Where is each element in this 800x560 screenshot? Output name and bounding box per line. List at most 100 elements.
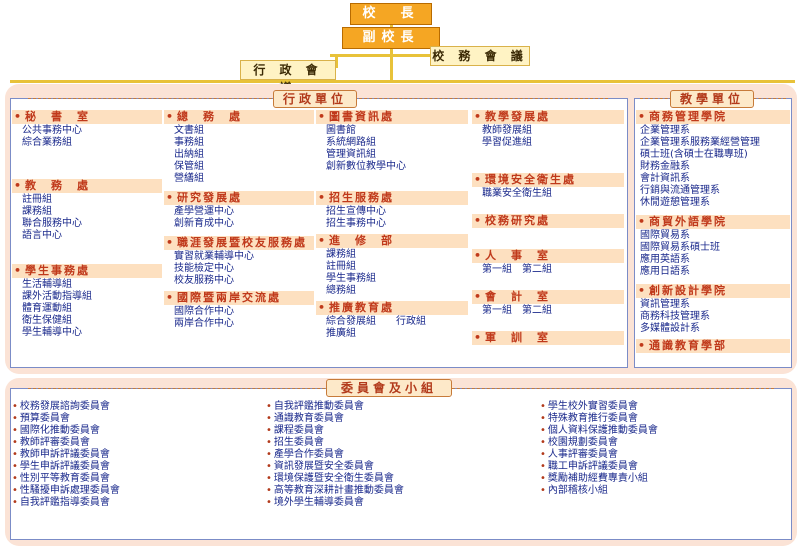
- unit-item: 國際貿易系: [640, 230, 690, 241]
- unit-item: 多媒體設計系: [640, 323, 700, 334]
- unit-item: 學生輔導中心: [22, 327, 82, 338]
- committees-title: 委員會及小組: [326, 379, 452, 397]
- college-trade-languages: •商貿外語學院 國際貿易系 國際貿易系碩士班 應用英語系 應用日語系: [636, 215, 790, 278]
- committee-item: •環境保護暨安全衛生委員會: [266, 473, 394, 484]
- unit-item: 文書組: [174, 125, 204, 136]
- unit-item: 營繕組: [174, 173, 204, 184]
- unit-item: 企業管理系: [640, 125, 690, 136]
- admin-col-2: •總 務 處 文書組 事務組 出納組 保管組 營繕組 •研究發展處 產學營運中心…: [164, 110, 314, 340]
- college-business: •商務管理學院 企業管理系 企業管理系服務業經營管理 碩士班(含碩士在職專班) …: [636, 110, 790, 209]
- unit-item: 管理資訊組: [326, 149, 376, 160]
- committee-item: •產學合作委員會: [266, 449, 344, 460]
- unit-personnel: •人 事 室 第一組 第二組: [472, 249, 624, 276]
- admin-col-3: •圖書資訊處 圖書館 系統網路組 管理資訊組 創新數位教學中心 •招生服務處 招…: [316, 110, 468, 350]
- unit-head: •教學發展處: [472, 110, 624, 124]
- unit-item: 學生事務組: [326, 273, 376, 284]
- unit-item: 註冊組: [326, 261, 356, 272]
- unit-item: 圖書館: [326, 125, 356, 136]
- unit-head: •校務研究處: [472, 214, 624, 228]
- committee-item: •課程委員會: [266, 425, 324, 436]
- unit-continuing-division: •進 修 部 課務組 註冊組 學生事務組 總務組: [316, 234, 468, 297]
- unit-item: 創新育成中心: [174, 218, 234, 229]
- unit-military-training: •軍 訓 室: [472, 331, 624, 346]
- unit-head: •商貿外語學院: [636, 215, 790, 229]
- committee-item: •內部稽核小組: [540, 485, 608, 496]
- unit-research-development: •研究發展處 產學營運中心 創新育成中心: [164, 191, 314, 230]
- unit-institutional-research: •校務研究處: [472, 214, 624, 229]
- admin-units-title: 行政單位: [273, 90, 357, 108]
- committees-col-1: •校務發展諮詢委員會 •預算委員會 •國際化推動委員會 •教師評審委員會 •教師…: [12, 401, 262, 509]
- unit-item: 招生事務中心: [326, 218, 386, 229]
- unit-head: •職涯發展暨校友服務處: [164, 236, 314, 250]
- school-meeting-box: 校 務 會 議: [430, 46, 530, 66]
- unit-item: 推廣組: [326, 328, 356, 339]
- unit-admissions: •招生服務處 招生宣傳中心 招生事務中心: [316, 191, 468, 230]
- committee-item: •學生校外實習委員會: [540, 401, 638, 412]
- vertical-connector-top: [390, 22, 393, 80]
- committee-item: •自我評鑑推動委員會: [266, 401, 364, 412]
- committee-item: •教師申訴評議委員會: [12, 449, 110, 460]
- committee-item: •性騷擾申訴處理委員會: [12, 485, 120, 496]
- unit-head: •研究發展處: [164, 191, 314, 205]
- unit-item: 應用日語系: [640, 266, 690, 277]
- unit-item: 休閒遊憩管理系: [640, 197, 710, 208]
- unit-item: 實習就業輔導中心: [174, 251, 254, 262]
- unit-item: 創新數位教學中心: [326, 161, 406, 172]
- unit-head: •通識教育學部: [636, 339, 790, 353]
- unit-item: 企業管理系服務業經營管理: [640, 137, 760, 148]
- unit-head: •推廣教育處: [316, 301, 468, 315]
- unit-item: 國際貿易系碩士班: [640, 242, 720, 253]
- committee-item: •職工申訴評議委員會: [540, 461, 638, 472]
- general-education-division: •通識教育學部: [636, 339, 790, 354]
- committee-item: •資訊發展暨安全委員會: [266, 461, 374, 472]
- committee-item: •性別平等教育委員會: [12, 473, 110, 484]
- unit-item: 系統網路組: [326, 137, 376, 148]
- unit-item: 綜合業務組: [22, 137, 72, 148]
- unit-item: 行銷與流通管理系: [640, 185, 720, 196]
- unit-item: 產學營運中心: [174, 206, 234, 217]
- committee-item: •境外學生輔導委員會: [266, 497, 364, 508]
- committee-item: •個人資料保護推動委員會: [540, 425, 658, 436]
- unit-head: •商務管理學院: [636, 110, 790, 124]
- unit-head: •會 計 室: [472, 290, 624, 304]
- unit-general-affairs: •總 務 處 文書組 事務組 出納組 保管組 營繕組: [164, 110, 314, 185]
- committee-item: •獎勵補助經費專責小組: [540, 473, 648, 484]
- committee-item: •招生委員會: [266, 437, 324, 448]
- committee-item: •人事評審委員會: [540, 449, 618, 460]
- unit-item: 第一組 第二組: [482, 264, 552, 275]
- unit-item: 註冊組: [22, 194, 52, 205]
- unit-student-affairs: •學生事務處 生活輔導組 課外活動指導組 體育運動組 衛生保健組 學生輔導中心: [12, 264, 162, 339]
- unit-head: •秘 書 室: [12, 110, 162, 124]
- meeting-connector: [330, 54, 440, 57]
- committee-item: •自我評鑑指導委員會: [12, 497, 110, 508]
- unit-item: 綜合發展組 行政組: [326, 316, 426, 327]
- admin-col-4: •教學發展處 教師發展組 學習促進組 •環境安全衛生處 職業安全衛生組 •校務研…: [472, 110, 624, 356]
- unit-environment-safety: •環境安全衛生處 職業安全衛生組: [472, 173, 624, 200]
- unit-head: •環境安全衛生處: [472, 173, 624, 187]
- unit-item: 語言中心: [22, 230, 62, 241]
- unit-item: 課外活動指導組: [22, 291, 92, 302]
- committee-item: •國際化推動委員會: [12, 425, 100, 436]
- unit-accounting: •會 計 室 第一組 第二組: [472, 290, 624, 317]
- unit-item: 國際合作中心: [174, 306, 234, 317]
- unit-head: •人 事 室: [472, 249, 624, 263]
- unit-item: 應用英語系: [640, 254, 690, 265]
- college-innovative-design: •創新設計學院 資訊管理系 商務科技管理系 多媒體設計系: [636, 284, 790, 335]
- committee-item: •特殊教育推行委員會: [540, 413, 638, 424]
- unit-item: 碩士班(含碩士在職專班): [640, 149, 748, 160]
- unit-item: 衛生保健組: [22, 315, 72, 326]
- unit-item: 財務金融系: [640, 161, 690, 172]
- unit-academic-affairs: •教 務 處 註冊組 課務組 聯合服務中心 語言中心: [12, 179, 162, 242]
- unit-item: 職業安全衛生組: [482, 188, 552, 199]
- committees-col-3: •學生校外實習委員會 •特殊教育推行委員會 •個人資料保護推動委員會 •校園規劃…: [540, 401, 790, 497]
- unit-teaching-development: •教學發展處 教師發展組 學習促進組: [472, 110, 624, 149]
- unit-item: 生活輔導組: [22, 279, 72, 290]
- committee-item: •校務發展諮詢委員會: [12, 401, 110, 412]
- committees-box: [10, 388, 792, 540]
- unit-item: 商務科技管理系: [640, 311, 710, 322]
- teaching-col: •商務管理學院 企業管理系 企業管理系服務業經營管理 碩士班(含碩士在職專班) …: [636, 110, 790, 364]
- unit-item: 課務組: [326, 249, 356, 260]
- unit-item: 兩岸合作中心: [174, 318, 234, 329]
- committee-item: •通識教育委員會: [266, 413, 344, 424]
- unit-head: •招生服務處: [316, 191, 468, 205]
